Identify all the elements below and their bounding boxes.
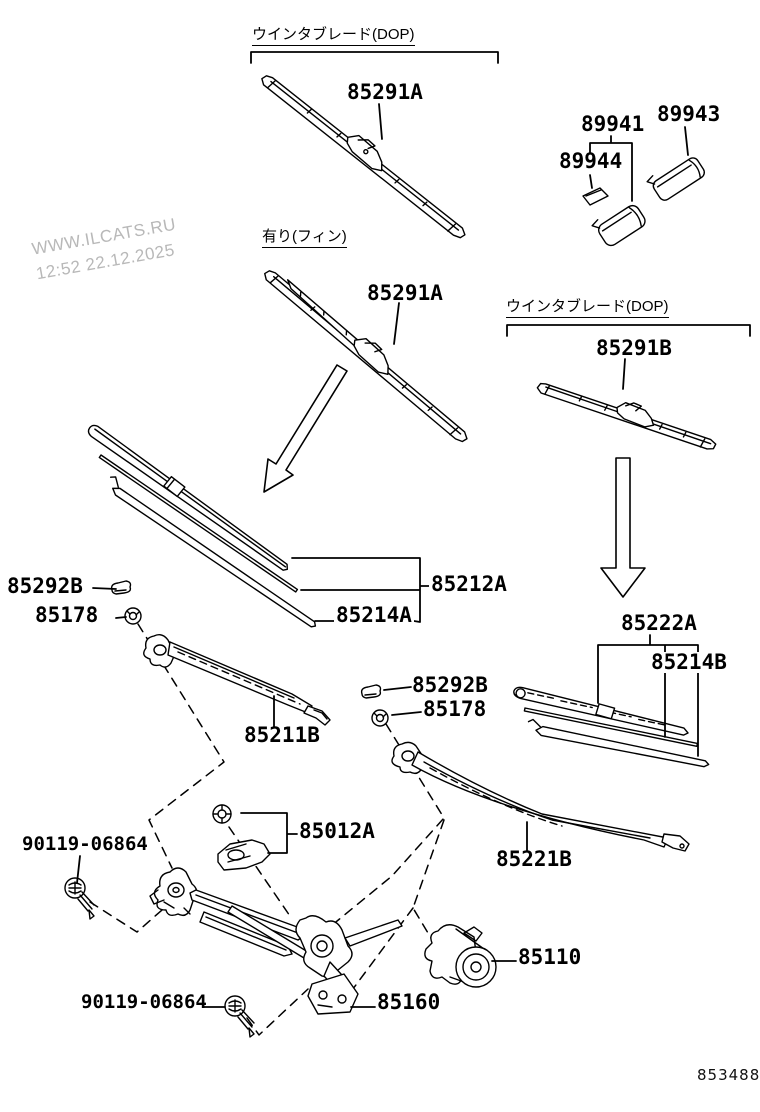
- part-label-85214b: 85214B: [649, 650, 729, 674]
- winter-blade-right-drawing: [536, 382, 717, 450]
- insert-strip-left-drawing: [98, 454, 299, 593]
- part-label-85291b: 85291B: [596, 336, 672, 360]
- cap-left-drawing: [110, 580, 132, 595]
- blade-rubber-right-drawing: [513, 686, 689, 736]
- part-label-85292b-left: 85292B: [7, 574, 83, 598]
- part-label-85012a: 85012A: [299, 819, 375, 843]
- nozzle-89943-drawing: [646, 157, 705, 201]
- section-label-winter-blade-right: ウインタブレード(DOP): [506, 299, 669, 318]
- cap-mid-drawing: [360, 684, 382, 699]
- part-label-85291a-top: 85291A: [347, 80, 423, 104]
- figure-code: 853488: [697, 1066, 760, 1084]
- leader-lines: [76, 51, 751, 1008]
- backing-strip-right-drawing: [527, 718, 710, 768]
- nozzle-89941-drawing: [591, 204, 646, 247]
- part-label-89941: 89941: [581, 112, 645, 136]
- part-label-85214a: 85214A: [334, 603, 414, 627]
- section-label-with-fin: 有り(フィン): [262, 229, 347, 248]
- pivot-nut-drawing: [212, 804, 232, 824]
- part-label-85178-left: 85178: [35, 603, 99, 627]
- nut-left-drawing: [124, 607, 142, 625]
- part-label-89944: 89944: [559, 149, 623, 173]
- wiper-arm-left-drawing: [143, 633, 331, 726]
- section-label-winter-blade-top: ウインタブレード(DOP): [252, 27, 415, 46]
- screw-upper-drawing: [64, 877, 95, 920]
- direction-arrow-left: [263, 364, 348, 493]
- part-label-85221b: 85221B: [496, 847, 572, 871]
- screw-lower-drawing: [224, 995, 255, 1038]
- part-label-85211b: 85211B: [244, 723, 320, 747]
- pivot-bracket-drawing: [217, 839, 271, 871]
- direction-arrow-right: [600, 457, 646, 598]
- wiper-motor-drawing: [424, 924, 497, 988]
- part-label-85291a-fin: 85291A: [367, 281, 443, 305]
- part-label-85292b-mid: 85292B: [412, 673, 488, 697]
- part-label-85212a: 85212A: [429, 572, 509, 596]
- part-label-85222a: 85222A: [619, 611, 699, 635]
- part-label-90119-lower: 90119-06864: [81, 991, 207, 1013]
- part-label-85110: 85110: [518, 945, 582, 969]
- nut-mid-drawing: [371, 709, 389, 727]
- part-label-90119-upper: 90119-06864: [22, 833, 148, 855]
- packing-89944-drawing: [582, 187, 609, 206]
- part-label-89943: 89943: [657, 102, 721, 126]
- blade-rubber-left-drawing: [87, 424, 288, 571]
- backing-strip-left-drawing: [109, 476, 317, 628]
- wiper-arm-right-drawing: [391, 741, 690, 852]
- part-label-85160: 85160: [377, 990, 441, 1014]
- part-label-85178-mid: 85178: [423, 697, 487, 721]
- winter-blade-top-drawing: [261, 75, 466, 239]
- wiper-link-assembly-drawing: [149, 867, 403, 1015]
- winter-blade-fin-drawing: [264, 270, 468, 443]
- insert-strip-right-drawing: [523, 707, 699, 748]
